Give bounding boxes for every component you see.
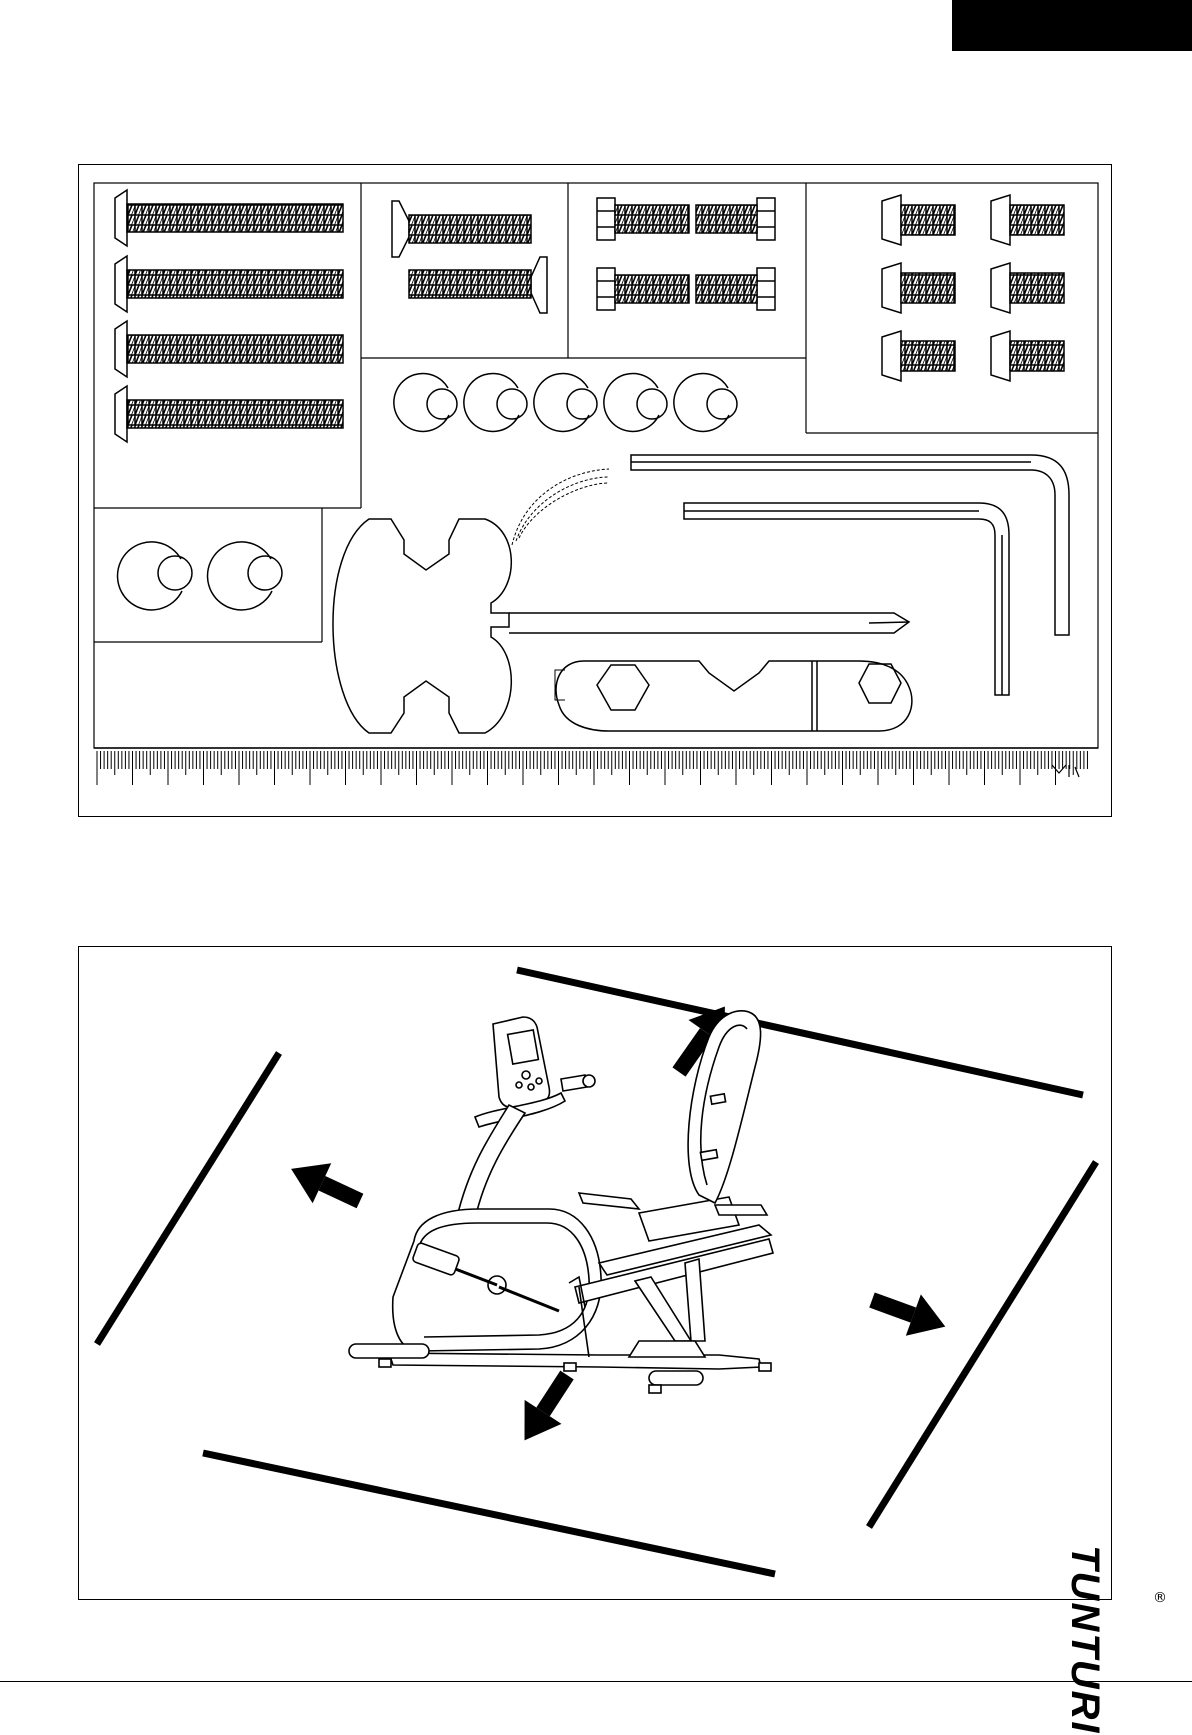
boundary-line-right (869, 1162, 1096, 1527)
washer-icon (674, 373, 737, 431)
washer-icon (394, 373, 457, 431)
clearance-arrows (282, 994, 953, 1453)
short-bolts (882, 195, 1064, 381)
washer-icon (118, 542, 192, 610)
multi-wrench-icon (333, 469, 909, 733)
long-bolt-icon (115, 386, 343, 442)
long-bolt-icon (115, 321, 343, 377)
countersunk-bolt-icon (392, 201, 531, 257)
short-bolt-icon (882, 195, 955, 245)
short-bolt-icon (991, 263, 1064, 313)
washer-icon (208, 542, 282, 610)
boundary-line-left (97, 1053, 279, 1344)
hex-bolt-icon (696, 268, 775, 310)
hex-bolts (597, 198, 775, 310)
recumbent-bike-icon (349, 1011, 773, 1393)
arrow-down-icon (506, 1363, 585, 1452)
long-bolt-icon (115, 190, 343, 246)
hex-bolt-icon (597, 198, 689, 240)
registered-mark: ® (1153, 1590, 1167, 1606)
short-bolt-icon (991, 331, 1064, 381)
hex-bolt-icon (597, 268, 689, 310)
long-bolt-icon (115, 256, 343, 312)
large-washers (394, 373, 737, 431)
boundary-line-top (517, 970, 1083, 1095)
open-end-wrench-icon (555, 661, 912, 731)
washer-icon (464, 373, 527, 431)
footer-rule (0, 1681, 1192, 1682)
small-washers (118, 542, 282, 610)
arrow-left-icon (282, 1149, 369, 1221)
brand-logo: TUNTURI (1065, 1545, 1105, 1735)
short-bolt-icon (882, 331, 955, 381)
countersunk-bolts (392, 201, 547, 313)
short-bolt-icon (991, 195, 1064, 245)
countersunk-bolt-icon (409, 257, 547, 313)
washer-icon (534, 373, 597, 431)
hex-bolt-icon (696, 198, 775, 240)
boundary-line-bottom (203, 1453, 775, 1574)
washer-icon (604, 373, 667, 431)
ruler (94, 748, 1098, 785)
short-bolt-icon (882, 263, 955, 313)
compartment-grid (94, 183, 1098, 748)
page-tab-marker (952, 0, 1192, 51)
long-bolts (115, 190, 343, 442)
hardware-kit-panel (78, 164, 1112, 817)
allen-key-icon (631, 455, 1069, 635)
allen-key-icon (684, 503, 1009, 695)
arrow-right-icon (864, 1279, 952, 1347)
placement-clearance-panel (78, 946, 1112, 1600)
